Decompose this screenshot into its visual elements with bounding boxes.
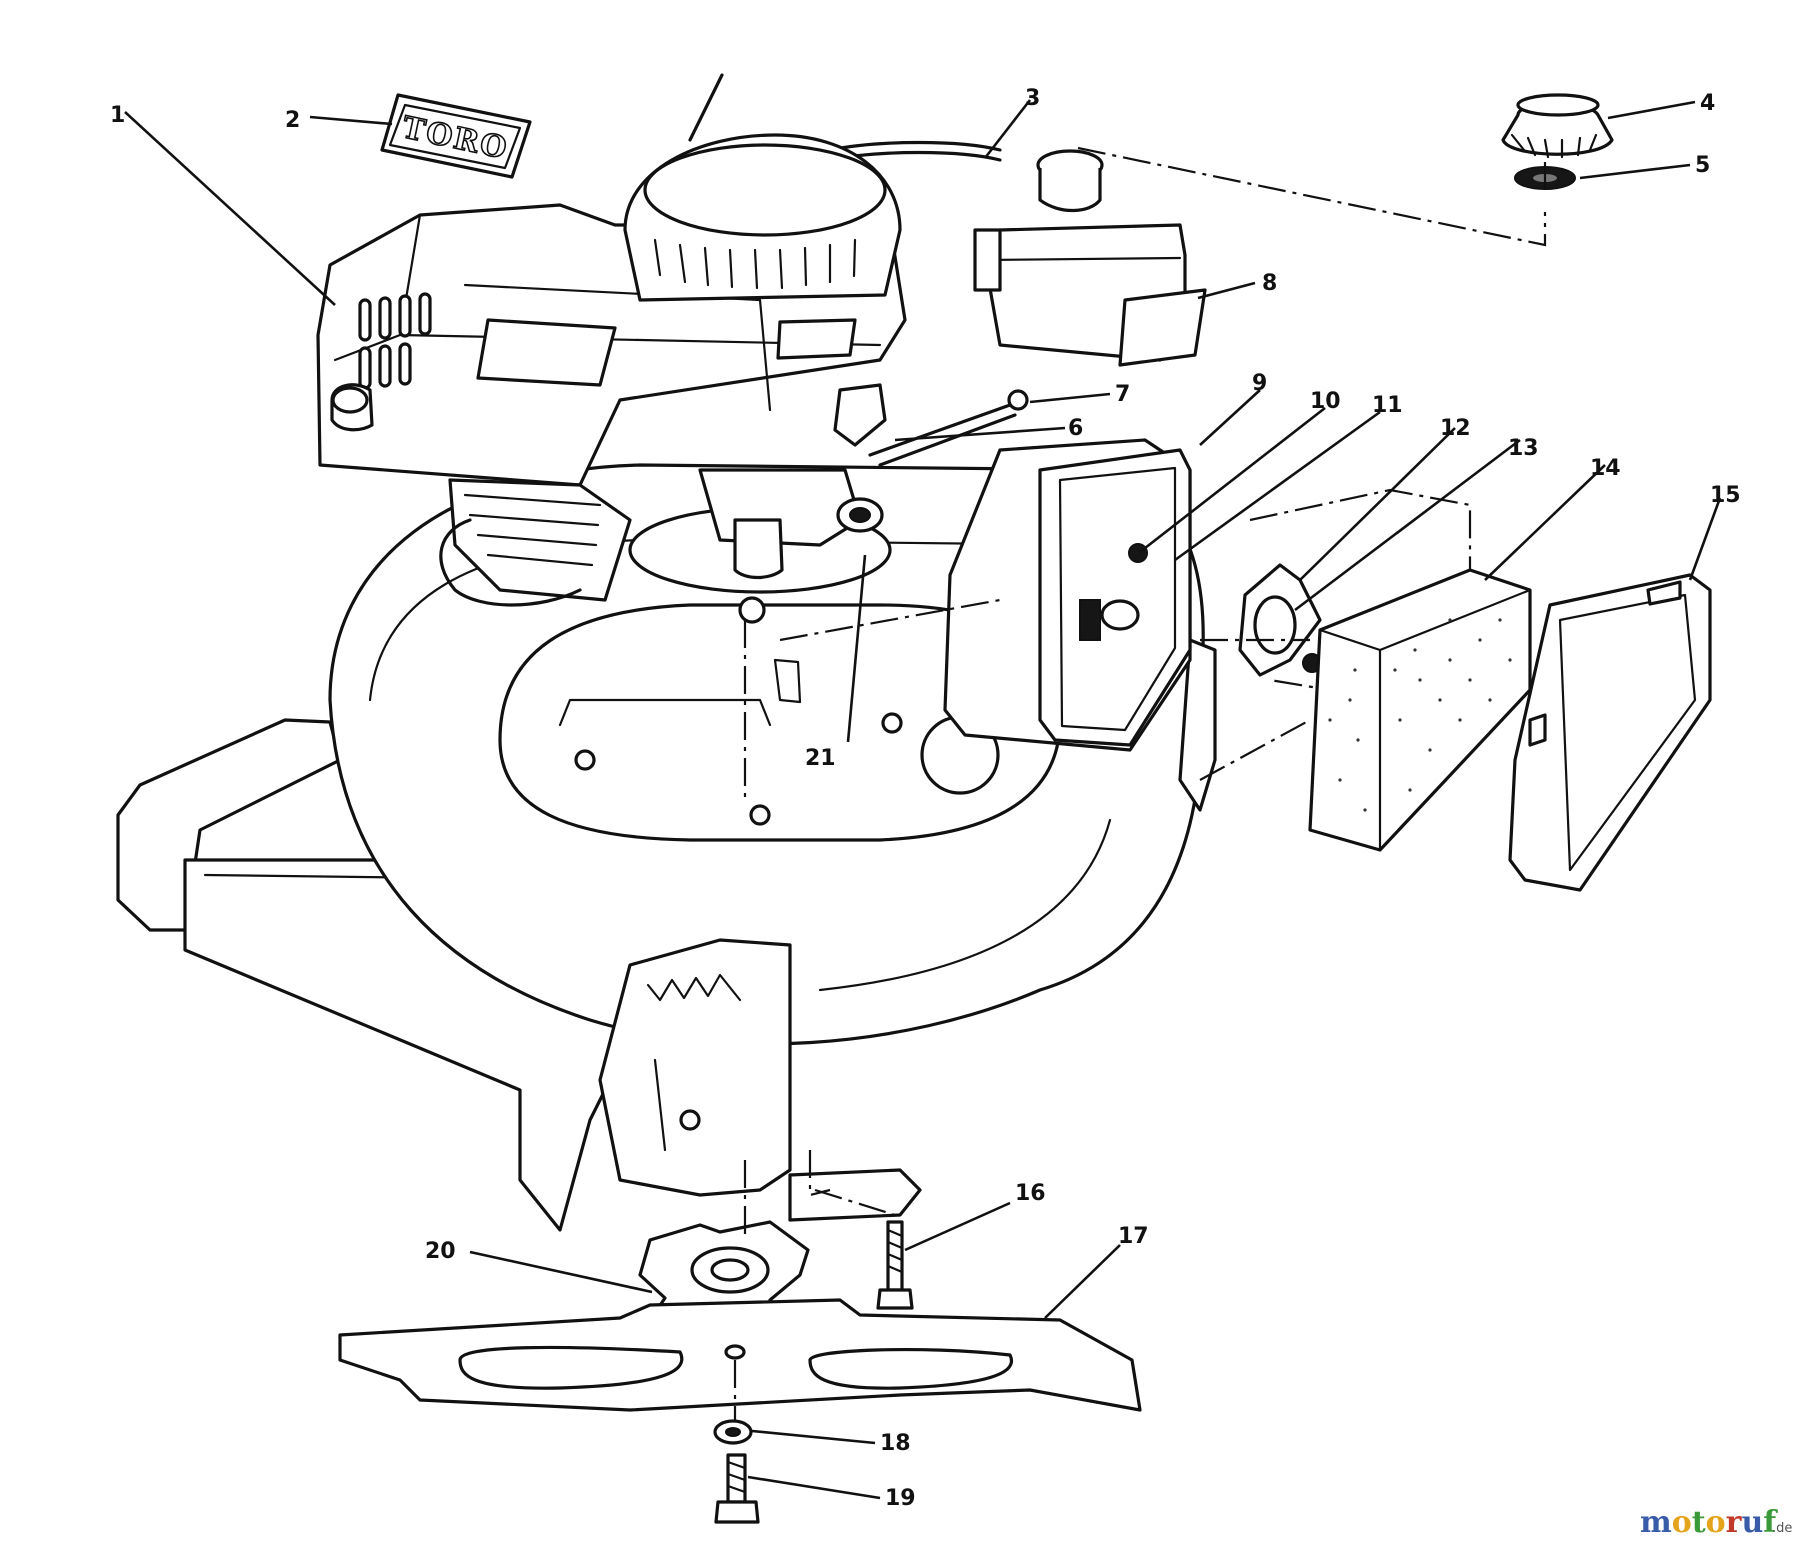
- callout-18: 18: [880, 1431, 911, 1456]
- callout-10: 10: [1310, 389, 1341, 414]
- deck-bolt: [876, 1220, 914, 1310]
- blade-washer: [713, 1419, 753, 1445]
- mower-deck: [116, 463, 1217, 1232]
- callout-19: 19: [885, 1486, 916, 1511]
- callout-4: 4: [1700, 91, 1715, 116]
- watermark-letter: m: [1640, 1505, 1672, 1540]
- watermark-letter: r: [1726, 1505, 1743, 1540]
- watermark-suffix: .de: [1772, 1521, 1792, 1536]
- svg-text:motoruf: motoruf: [1640, 1505, 1778, 1540]
- callout-6: 6: [1068, 416, 1083, 441]
- callout-17: 17: [1118, 1224, 1149, 1249]
- callout-1: 1: [110, 103, 125, 128]
- watermark-letter: f: [1763, 1505, 1778, 1540]
- callout-5: 5: [1695, 153, 1710, 178]
- watermark: motoruf .de: [1640, 1505, 1792, 1540]
- callout-9: 9: [1252, 371, 1267, 396]
- callout-20: 20: [425, 1239, 456, 1264]
- callout-12: 12: [1440, 416, 1471, 441]
- watermark-letter: o: [1672, 1505, 1692, 1540]
- callout-11: 11: [1372, 393, 1403, 418]
- cutting-blade: [338, 1298, 1142, 1412]
- watermark-letter: t: [1692, 1505, 1706, 1540]
- assembly-lines: [733, 146, 1547, 1420]
- callout-14: 14: [1590, 456, 1621, 481]
- callout-13: 13: [1508, 436, 1539, 461]
- callout-2: 2: [285, 108, 300, 133]
- foam-filter: [1308, 568, 1532, 852]
- engine-assembly: [316, 73, 1187, 624]
- watermark-letter: u: [1741, 1505, 1763, 1540]
- air-cleaner-assembly: [943, 438, 1712, 892]
- callout-labels: 1 2 3 4 5 6 7 8 9 10 11 12 13 14 15 16 1…: [110, 86, 1741, 1511]
- watermark-letter: o: [1706, 1505, 1726, 1540]
- callout-21: 21: [805, 746, 836, 771]
- callout-15: 15: [1710, 483, 1741, 508]
- callout-3: 3: [1025, 86, 1040, 111]
- leader-lines: [124, 99, 1722, 1500]
- fuel-label: [1118, 288, 1207, 367]
- callout-16: 16: [1015, 1181, 1046, 1206]
- fuel-cap: [1501, 93, 1614, 159]
- blade-bolt: [714, 1453, 760, 1524]
- callout-8: 8: [1262, 271, 1277, 296]
- callout-7: 7: [1115, 382, 1130, 407]
- toro-decal: TORO: [380, 93, 532, 179]
